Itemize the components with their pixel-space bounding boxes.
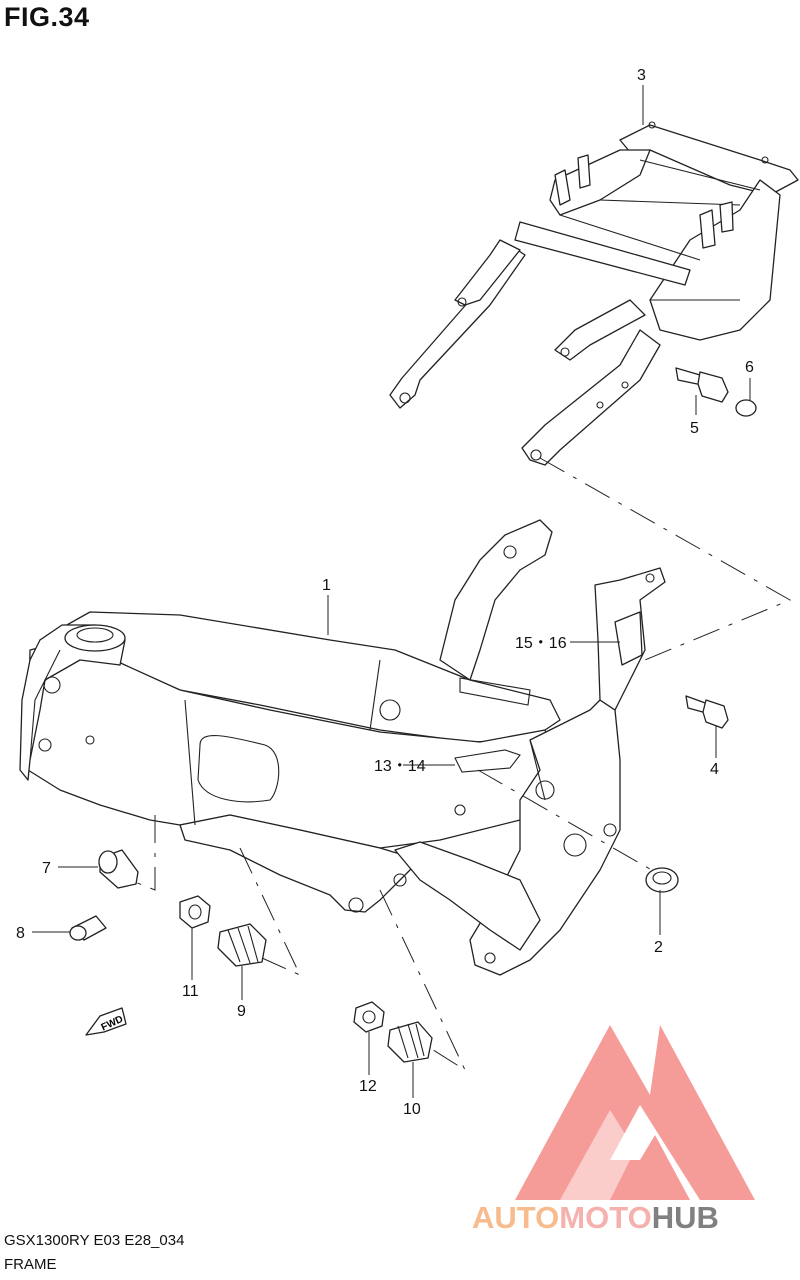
part-8-bolt xyxy=(69,915,107,941)
leader-lines xyxy=(32,85,792,1098)
callout-7: 7 xyxy=(42,860,51,877)
watermark-text: AUTOMOTOHUB xyxy=(472,1200,719,1235)
part-6-cap xyxy=(735,399,757,417)
main-frame xyxy=(19,519,666,976)
part-2-plug xyxy=(645,867,679,893)
model-code: GSX1300RY E03 E28_034 xyxy=(4,1232,185,1249)
fwd-arrow-icon: FWD xyxy=(85,1007,127,1036)
callout-10: 10 xyxy=(403,1101,421,1118)
part-5-bolt xyxy=(675,367,729,403)
diagram-name: FRAME xyxy=(4,1256,57,1273)
callout-3: 3 xyxy=(637,67,646,84)
seat-rail-subframe xyxy=(389,121,799,466)
watermark-moto: MOTO xyxy=(559,1200,651,1235)
callout-1: 1 xyxy=(322,577,331,594)
part-11-nut xyxy=(179,895,211,929)
callout-2: 2 xyxy=(654,939,663,956)
callout-12: 12 xyxy=(359,1078,377,1095)
callout-8: 8 xyxy=(16,925,25,942)
callout-6: 6 xyxy=(745,359,754,376)
callout-5: 5 xyxy=(690,420,699,437)
watermark-hub: HUB xyxy=(652,1200,719,1235)
callout-4: 4 xyxy=(710,761,719,778)
watermark-auto: AUTO xyxy=(472,1200,559,1235)
callout-11: 11 xyxy=(182,983,199,1000)
part-12-nut xyxy=(353,1001,385,1033)
watermark-logo: AUTOMOTOHUB xyxy=(472,1025,755,1235)
part-4-bolt xyxy=(685,695,729,729)
figure-title: FIG.34 xyxy=(4,2,90,32)
part-10-bushing xyxy=(387,1021,433,1063)
callout-15-16: 15・16 xyxy=(515,635,567,652)
callout-13-14: 13・14 xyxy=(374,758,426,775)
watermark-triangle-icon xyxy=(515,1025,755,1200)
callouts: 3 6 5 1 15・16 13・14 4 7 2 8 11 9 12 10 xyxy=(16,67,754,1118)
part-7-collar xyxy=(98,849,139,889)
part-9-bushing xyxy=(217,923,267,967)
callout-9: 9 xyxy=(237,1003,246,1020)
